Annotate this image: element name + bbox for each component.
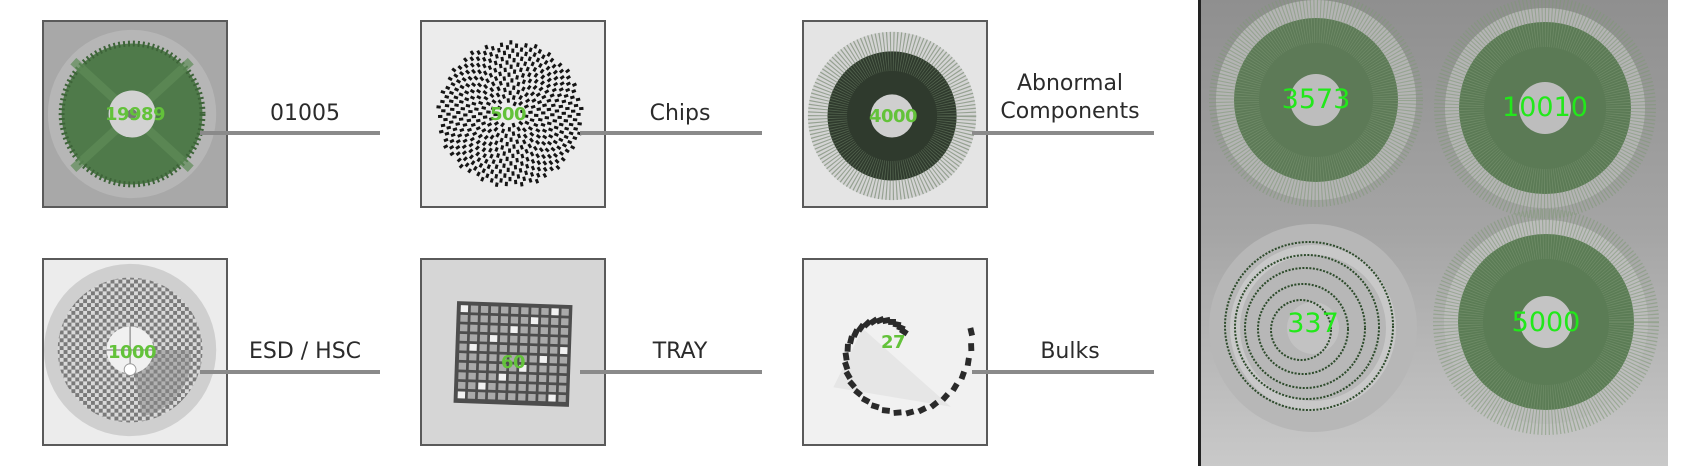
xray-reels-image bbox=[1201, 0, 1668, 466]
connector-line bbox=[580, 370, 762, 374]
tile-tray[interactable]: 60 bbox=[420, 258, 606, 446]
tile-abnormal-components[interactable]: 4000 bbox=[802, 20, 988, 208]
connector-line bbox=[200, 131, 380, 135]
xray-panel: 3573 10010 337 5000 bbox=[1198, 0, 1668, 466]
bulks-spiral-image bbox=[804, 260, 986, 444]
tile-count: 19989 bbox=[104, 104, 166, 125]
tile-chips[interactable]: 500 bbox=[420, 20, 606, 208]
tray-image bbox=[422, 260, 604, 444]
chips-spiral-image bbox=[422, 22, 604, 206]
category-label: TRAY bbox=[652, 339, 708, 364]
xray-reel-count: 10010 bbox=[1502, 92, 1588, 123]
connector-line bbox=[972, 131, 1154, 135]
tile-count: 500 bbox=[489, 104, 527, 125]
category-label: ESD / HSC bbox=[248, 339, 362, 364]
reel-esd-image bbox=[44, 260, 226, 444]
category-label: Chips bbox=[649, 101, 711, 126]
tile-count: 4000 bbox=[868, 106, 918, 127]
tile-count: 1000 bbox=[107, 342, 157, 363]
reel-abnormal-image bbox=[804, 22, 986, 206]
connector-line bbox=[972, 370, 1154, 374]
category-label-line2: Components bbox=[1000, 99, 1140, 124]
category-label: Bulks bbox=[1040, 339, 1100, 364]
category-label: 01005 bbox=[270, 101, 340, 126]
xray-reel-count: 337 bbox=[1287, 308, 1339, 339]
connector-line bbox=[580, 131, 762, 135]
tile-bulks[interactable]: 27 bbox=[802, 258, 988, 446]
connector-line bbox=[200, 370, 380, 374]
tile-count: 60 bbox=[500, 352, 526, 373]
xray-reel-count: 5000 bbox=[1511, 307, 1581, 338]
category-label-line1: Abnormal bbox=[1016, 71, 1124, 96]
tile-01005[interactable]: 19989 bbox=[42, 20, 228, 208]
category-label: Abnormal Components bbox=[990, 70, 1150, 126]
xray-reel-count: 3573 bbox=[1281, 84, 1351, 115]
tile-esd-hsc[interactable]: 1000 bbox=[42, 258, 228, 446]
tile-count: 27 bbox=[880, 332, 906, 353]
reel-01005-image bbox=[44, 22, 226, 206]
